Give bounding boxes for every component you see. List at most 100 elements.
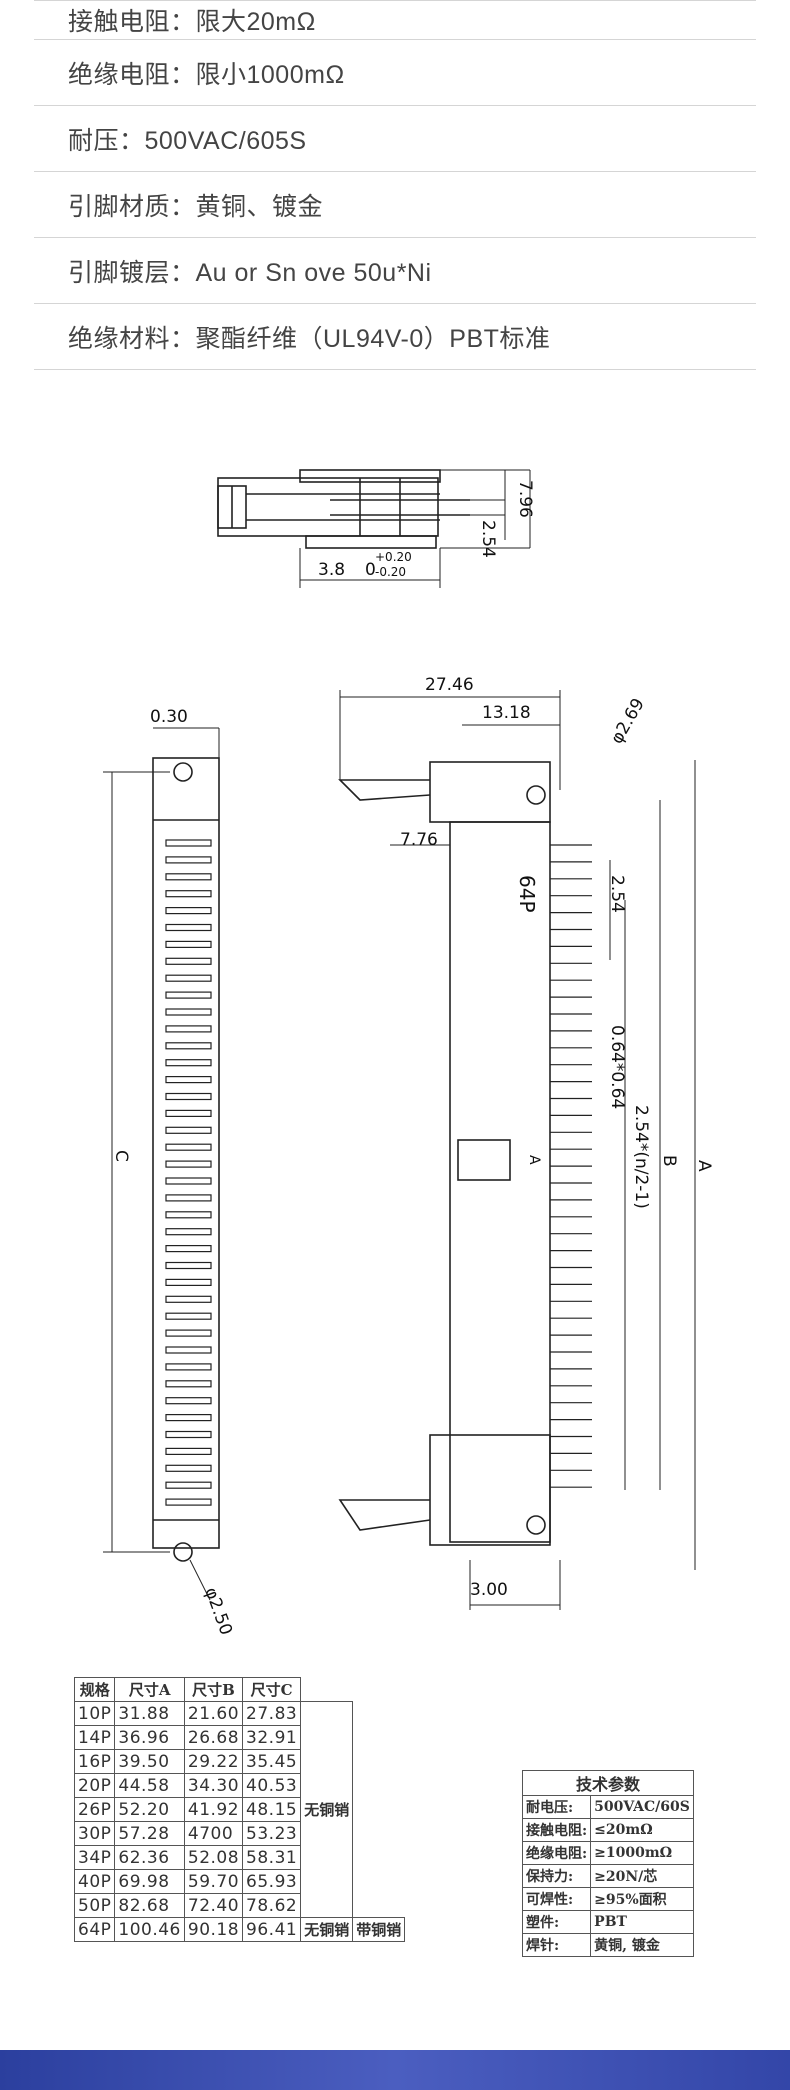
pin-tooth: [165, 856, 212, 864]
spec-insulation-material: 绝缘材料：聚酯纤维（UL94V-0）PBT标准: [34, 304, 756, 370]
top-dim-b: B: [659, 1155, 679, 1167]
cell: 72.40: [183, 1893, 244, 1918]
header-size-a: 尺寸A: [114, 1677, 185, 1702]
pin-tooth: [165, 906, 212, 915]
cell: 100.46: [114, 1917, 185, 1942]
cell: 40P: [73, 1869, 116, 1894]
param-label: 接触电阻:: [521, 1818, 592, 1842]
technical-drawing: 2.54 7.96 3.8 0 +0.20 -0.20 0.30 C φ2.50…: [103, 469, 714, 1638]
table-row: 焊针:黄铜, 镀金: [521, 1933, 694, 1957]
cell: 21.60: [183, 1701, 244, 1726]
spec-contact-resistance: 接触电阻：限大20mΩ: [34, 0, 756, 40]
table-row: 绝缘电阻:≥1000mΩ: [521, 1841, 694, 1865]
param-label: 可焊性:: [521, 1887, 592, 1911]
pin-tooth: [165, 1059, 212, 1067]
side-dim-base: 3.8: [318, 560, 345, 580]
cell: 26P: [73, 1797, 116, 1822]
spec-insulation-resistance: 绝缘电阻：限小1000mΩ: [34, 40, 756, 106]
top-dim-254: 2.54: [607, 875, 627, 913]
pin-tooth: [165, 1194, 212, 1202]
param-value: ≤20mΩ: [590, 1818, 694, 1842]
table-row: 保持力:≥20N/芯: [521, 1864, 694, 1888]
pin-tooth: [165, 1092, 212, 1101]
top-dim-300: 3.00: [470, 1580, 508, 1600]
pin-tooth: [165, 890, 212, 898]
front-dim-c: C: [111, 1150, 131, 1162]
table-row: 接触电阻:≤20mΩ: [521, 1818, 694, 1842]
top-dim-1318: 13.18: [482, 703, 531, 723]
param-label: 绝缘电阻:: [521, 1841, 592, 1865]
side-dim-tol-minus: -0.20: [375, 565, 406, 579]
pin-tooth: [165, 1430, 212, 1439]
header-size-c: 尺寸C: [242, 1677, 302, 1702]
param-value: 500VAC/60S: [590, 1795, 694, 1819]
size-table-header: 规格 尺寸A 尺寸B 尺寸C: [73, 1677, 405, 1702]
pin-tooth: [165, 1211, 212, 1219]
param-label: 焊针:: [521, 1933, 592, 1957]
pin-tooth: [165, 1244, 212, 1253]
cell: 20P: [73, 1773, 116, 1798]
pin-tooth: [165, 1397, 212, 1405]
param-value: ≥1000mΩ: [590, 1841, 694, 1865]
top-view-pins: [550, 844, 592, 1488]
top-view: [338, 690, 696, 1610]
pin-tooth: [165, 1075, 212, 1084]
cell: 57.28: [114, 1821, 185, 1846]
pin-tooth: [165, 1228, 212, 1236]
param-label: 保持力:: [521, 1864, 592, 1888]
pin-tooth: [165, 1160, 212, 1168]
front-view-pins: [165, 839, 212, 1506]
cell: 4700: [183, 1821, 244, 1846]
front-dim-hole: φ2.50: [200, 1585, 236, 1638]
cell: 34.30: [183, 1773, 244, 1798]
param-value: ≥20N/芯: [590, 1864, 694, 1888]
cell: 26.68: [183, 1725, 244, 1750]
pin-tooth: [165, 1363, 212, 1371]
top-dim-064: 0.64*0.64: [607, 1025, 627, 1109]
spec-list: 接触电阻：限大20mΩ 绝缘电阻：限小1000mΩ 耐压：500VAC/605S…: [34, 0, 756, 370]
param-value: ≥95%面积: [590, 1887, 694, 1911]
cell: 78.62: [242, 1893, 302, 1918]
cell: 50P: [73, 1893, 116, 1918]
table-row: 耐电压:500VAC/60S: [521, 1795, 694, 1819]
cell: 35.45: [242, 1749, 302, 1774]
pin-tooth: [165, 957, 212, 965]
pin-tooth: [165, 1143, 212, 1151]
note-last-no-pin: 无铜销: [300, 1917, 354, 1942]
spec-withstand-voltage: 耐压：500VAC/605S: [34, 106, 756, 172]
cell: 90.18: [183, 1917, 244, 1942]
pin-tooth: [165, 1481, 212, 1489]
pin-tooth: [165, 974, 212, 982]
note-no-pin: 无铜销: [300, 1701, 354, 1918]
pin-tooth: [165, 1380, 212, 1388]
side-dim-tol-value: 0: [365, 560, 376, 580]
table-row: 可焊性:≥95%面积: [521, 1887, 694, 1911]
pin-tooth: [165, 923, 212, 932]
tech-params-table: 技术参数 耐电压:500VAC/60S 接触电阻:≤20mΩ 绝缘电阻:≥100…: [521, 1770, 694, 1957]
cell: 41.92: [183, 1797, 244, 1822]
param-value: PBT: [590, 1910, 694, 1934]
pin-tooth: [165, 940, 212, 949]
cell: 62.36: [114, 1845, 185, 1870]
front-view: [103, 727, 220, 1601]
cell: 69.98: [114, 1869, 185, 1894]
top-dim-2746: 27.46: [425, 675, 474, 695]
cell: 58.31: [242, 1845, 302, 1870]
cell: 52.08: [183, 1845, 244, 1870]
cell: 96.41: [242, 1917, 302, 1942]
param-label: 塑件:: [521, 1910, 592, 1934]
pin-tooth: [165, 991, 212, 999]
pin-tooth: [165, 873, 212, 881]
top-label-64p: 64P: [515, 875, 539, 913]
footer-bar: [0, 2050, 790, 2090]
side-dim-height: 7.96: [515, 480, 535, 518]
pin-tooth: [165, 1346, 212, 1354]
